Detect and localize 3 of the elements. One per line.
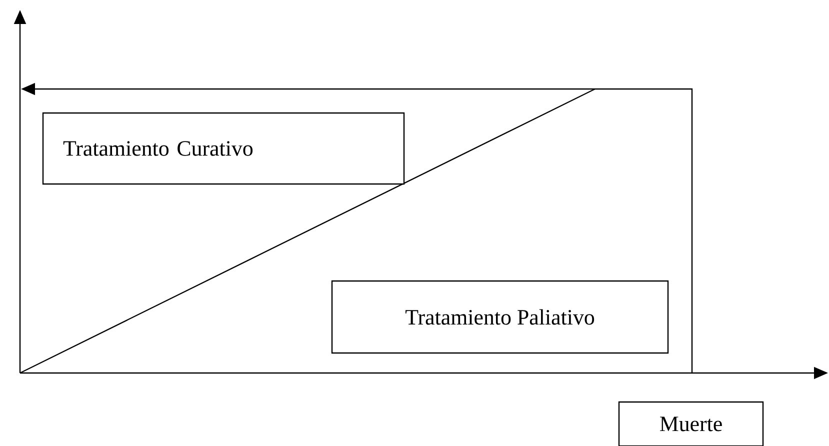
label-box: Tratamiento Paliativo: [331, 280, 669, 354]
label-box: Tratamiento Curativo: [42, 112, 405, 185]
label-box: Muerte: [618, 401, 764, 446]
